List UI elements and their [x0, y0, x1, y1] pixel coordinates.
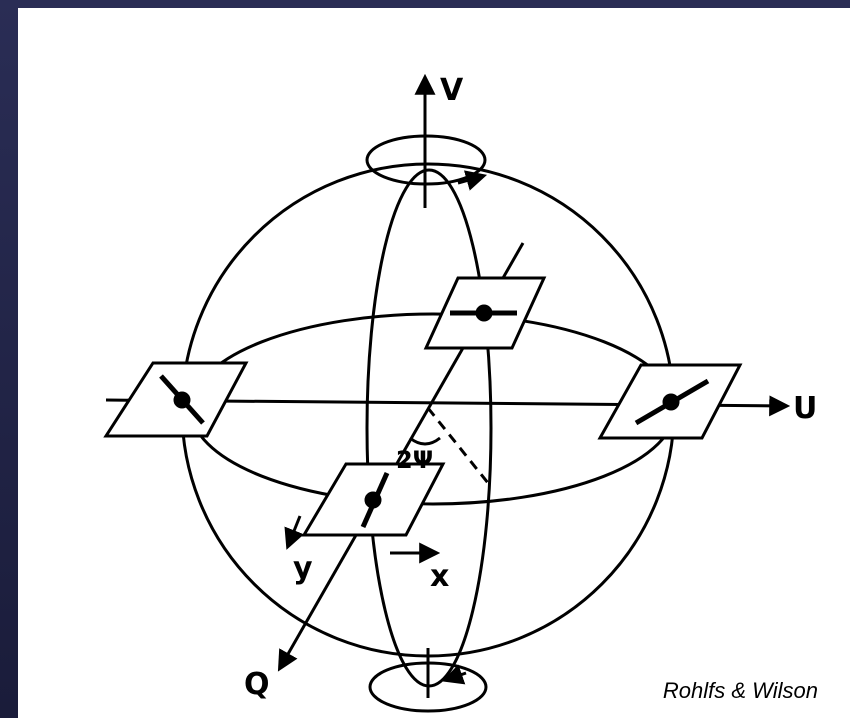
- v-axis-label: V: [440, 73, 464, 108]
- y-field-label: y: [293, 551, 313, 586]
- dipole-left-center: [175, 393, 189, 407]
- dipole-top-center: [477, 306, 491, 320]
- figure-panel: V U Q 2Ψ y x Rohlfs & Wilson: [18, 8, 850, 718]
- y-field-arrow: [288, 516, 300, 546]
- meridian-ellipse: [367, 170, 491, 686]
- angle-label: 2Ψ: [396, 446, 433, 474]
- poincare-sphere-diagram: V U Q 2Ψ y x: [18, 8, 850, 718]
- credit-caption: Rohlfs & Wilson: [663, 678, 818, 704]
- dipole-right-center: [664, 395, 678, 409]
- dipole-front-center: [366, 493, 380, 507]
- u-axis-label: U: [793, 391, 817, 426]
- angle-arc: [410, 438, 440, 444]
- x-field-label: x: [430, 559, 449, 594]
- q-axis-label: Q: [244, 667, 270, 702]
